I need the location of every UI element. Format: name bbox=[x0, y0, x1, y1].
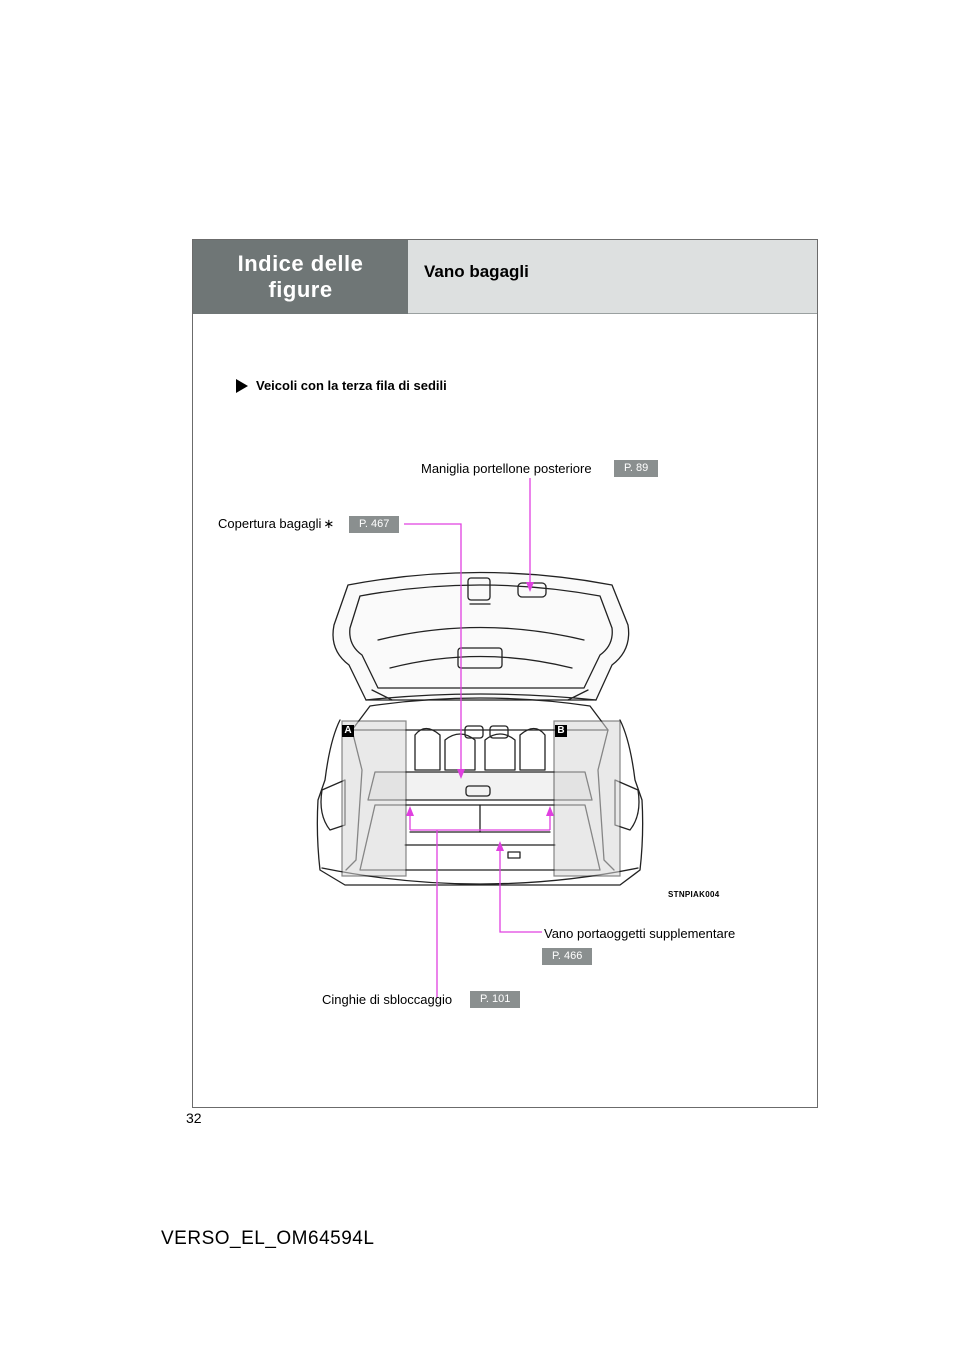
storage-label: Vano portaoggetti supplementare bbox=[544, 926, 736, 941]
page-frame: Indice delle figure Vano bagagli bbox=[192, 239, 818, 1108]
storage-ref[interactable]: P. 466 bbox=[542, 948, 593, 965]
footer-code: VERSO_EL_OM64594L bbox=[161, 1228, 375, 1249]
illustration-code: STNPIAK004 bbox=[668, 890, 720, 899]
marker-b: B bbox=[555, 725, 567, 737]
cover-label-text: Copertura bagagli bbox=[218, 516, 322, 531]
index-tab: Indice delle figure bbox=[193, 240, 408, 314]
subtitle-text: Veicoli con la terza fila di sedili bbox=[256, 378, 447, 393]
section-title: Vano bagagli bbox=[424, 262, 529, 281]
marker-a: A bbox=[342, 725, 354, 737]
straps-label: Cinghie di sbloccaggio bbox=[322, 992, 453, 1007]
cover-star: ∗ bbox=[323, 516, 335, 531]
section-header: Vano bagagli bbox=[408, 240, 817, 314]
handle-ref[interactable]: P. 89 bbox=[614, 460, 659, 477]
zone-b bbox=[553, 720, 621, 877]
cover-label: Copertura bagagli∗ bbox=[218, 516, 334, 532]
cover-ref[interactable]: P. 467 bbox=[349, 516, 400, 533]
header: Indice delle figure Vano bagagli bbox=[193, 240, 817, 314]
triangle-bullet-icon bbox=[236, 378, 248, 393]
handle-label: Maniglia portellone posteriore bbox=[421, 461, 592, 476]
index-tab-label: Indice delle figure bbox=[237, 251, 364, 302]
straps-ref[interactable]: P. 101 bbox=[470, 991, 521, 1008]
subtitle: Veicoli con la terza fila di sedili bbox=[236, 378, 447, 393]
page-number: 32 bbox=[186, 1110, 202, 1126]
zone-a bbox=[341, 720, 407, 877]
